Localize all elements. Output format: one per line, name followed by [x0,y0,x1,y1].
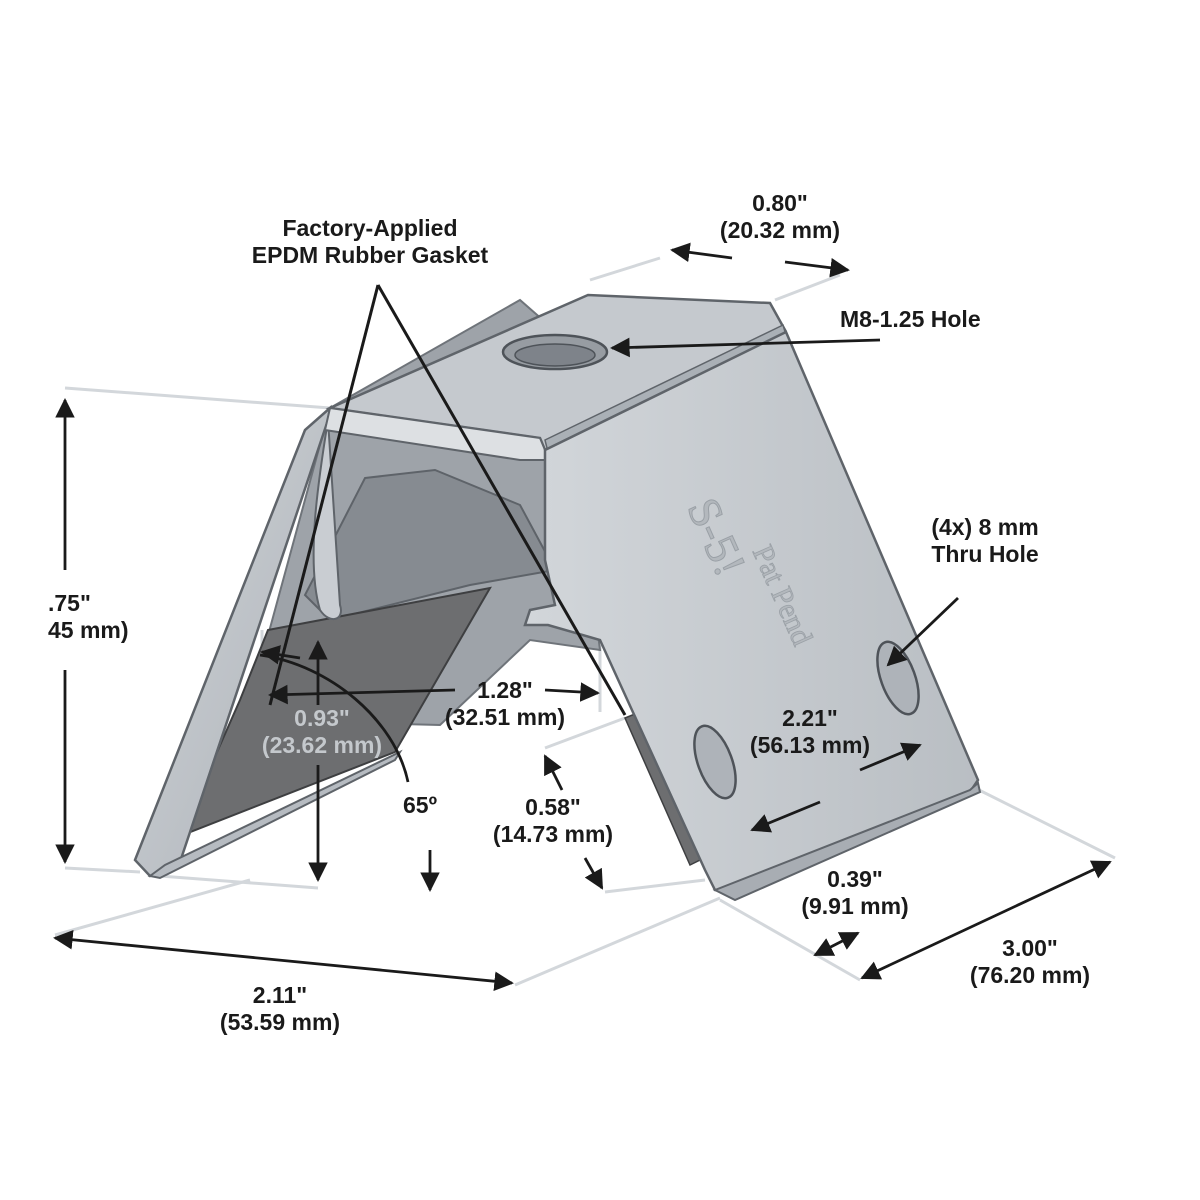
top-width-inch: 0.80" [752,190,808,216]
gasket-height-label: 0.93" (23.62 mm) [252,705,392,759]
hole-spacing-dim-left [750,800,821,833]
gasket-label-line1: Factory-Applied [282,215,458,241]
flange-dim-up [543,754,564,791]
gasket-leaders [268,284,627,716]
flange-dim-down [583,857,604,890]
top-width-right-arrow [784,258,850,278]
flange-label: 0.58" (14.73 mm) [478,794,628,848]
angle-arc-head [260,645,301,665]
angle-label: 65º [403,792,437,818]
length-dim [860,860,1112,980]
height-mm: 45 mm) [48,617,129,643]
edge-offset-label: 0.39" (9.91 mm) [785,866,925,920]
bracket-left-leg [133,404,403,880]
extension-lines [54,256,1116,987]
hole-spacing-inch: 2.21" [782,705,838,731]
length-label: 3.00" (76.20 mm) [955,935,1105,989]
base-width-dim [53,929,514,992]
top-width-mm: (20.32 mm) [719,217,841,243]
bracket-right-face [523,330,982,902]
gasket-height-mm: (23.62 mm) [261,732,383,758]
thru-hole-leader [886,596,959,667]
length-inch: 3.00" [1002,935,1058,961]
base-width-label: 2.11" (53.59 mm) [205,982,355,1036]
height-inch: .75" [48,590,91,616]
angle-arc [259,653,410,783]
base-width-inch: 2.11" [252,982,308,1008]
edge-offset-mm: (9.91 mm) [801,893,909,919]
gasket-label: Factory-Applied EPDM Rubber Gasket [215,215,525,269]
gasket-label-line2: EPDM Rubber Gasket [251,242,489,268]
edge-offset-inch: 0.39" [827,866,883,892]
flange-inch: 0.58" [525,794,581,820]
dimension-arrows [53,242,1112,992]
inner-width-dim-right [544,682,600,702]
inner-width-label: 1.28" (32.51 mm) [430,677,580,731]
thru-hole-line2: Thru Hole [931,541,1039,567]
gasket-height-inch: 0.93" [294,705,350,731]
flange-mm: (14.73 mm) [492,821,614,847]
inner-width-mm: (32.51 mm) [444,704,566,730]
top-hole-label: M8-1.25 Hole [840,306,981,332]
thru-hole-line1: (4x) 8 mm [931,514,1039,540]
hole-spacing-dim-right [859,742,922,772]
top-hole-leader [610,337,881,358]
hole-spacing-mm: (56.13 mm) [749,732,871,758]
height-label: .75" 45 mm) [48,590,129,644]
base-width-mm: (53.59 mm) [219,1009,341,1035]
top-width-label: 0.80" (20.32 mm) [700,190,860,244]
hole-spacing-label: 2.21" (56.13 mm) [735,705,885,759]
inner-width-dim-left [268,684,456,705]
edge-offset-dim [813,931,860,957]
thru-hole-label: (4x) 8 mm Thru Hole [915,514,1055,568]
inner-width-inch: 1.28" [477,677,533,703]
top-width-left-arrow [670,242,733,263]
length-mm: (76.20 mm) [969,962,1091,988]
